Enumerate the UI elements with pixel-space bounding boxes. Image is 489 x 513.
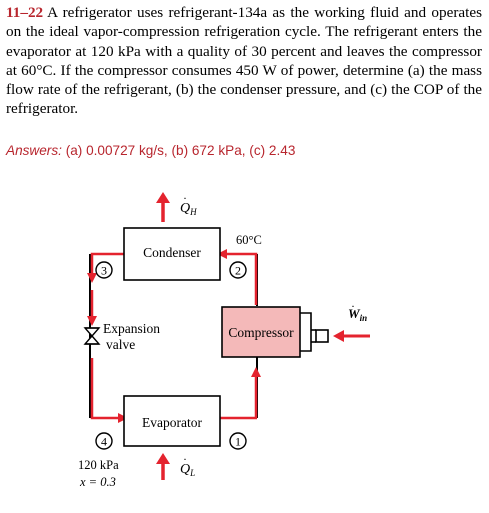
state-1-label: 1 [235,435,241,449]
state-2-marker: 2 [229,261,247,279]
state-1-marker: 1 [229,432,247,450]
compressor-label: Compressor [228,325,294,340]
state-3-marker: 3 [95,261,113,279]
ql-arrow [156,453,170,480]
ql-label: QL [180,462,195,478]
temperature-label: 60°C [236,233,262,247]
qh-label: QH [180,201,197,217]
ql-dot: · [183,452,187,466]
state-3-label: 3 [101,264,107,278]
flow-arrowheads [87,249,261,423]
work-input-arrow [333,330,370,342]
condenser-box [123,227,221,281]
answers-line: Answers: (a) 0.00727 kg/s, (b) 672 kPa, … [6,143,295,158]
win-label: Win [348,306,367,323]
answers-text: (a) 0.00727 kg/s, (b) 672 kPa, (c) 2.43 [65,143,296,158]
evaporator-label: Evaporator [142,415,202,430]
condenser-label: Condenser [143,245,201,260]
quality-label: x = 0.3 [79,475,116,489]
evaporator-box [123,395,221,447]
expansion-valve-icon [83,327,101,345]
answers-label: Answers: [6,143,62,158]
state-2-label: 2 [235,264,241,278]
expansion-label: Expansion [103,321,160,336]
flow-arrows [90,252,258,420]
win-dot: · [351,299,355,313]
problem-number: 11–22 [6,4,44,21]
compressor-shaft [300,312,329,352]
pressure-label: 120 kPa [78,458,119,472]
qh-dot: · [183,191,187,205]
valve-label: valve [106,337,135,352]
problem-text: A refrigerator uses refrigerant-134a as … [6,4,482,118]
state-4-label: 4 [101,435,107,449]
qh-arrow [156,192,170,222]
compressor-box [221,306,301,358]
state-4-marker: 4 [95,432,113,450]
